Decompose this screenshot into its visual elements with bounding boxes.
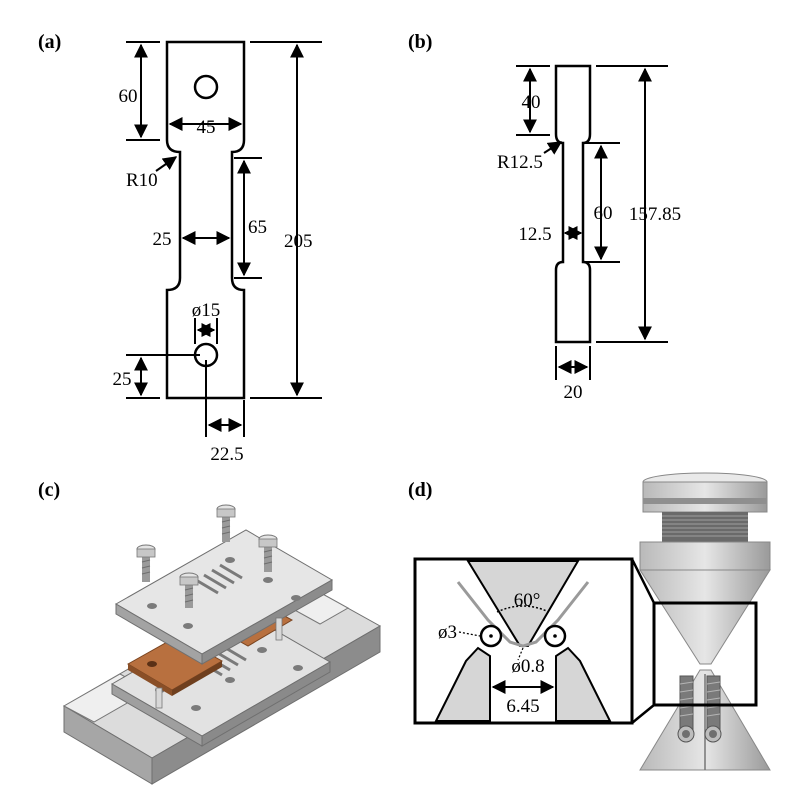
specimen-a-top-hole (193, 74, 219, 100)
inset-lower-die-left (434, 646, 491, 722)
dim-a-radius-leader (155, 156, 178, 172)
inset-angle-arc (496, 605, 550, 613)
dim-a-total-length: 205 (284, 231, 313, 252)
punch-thread-section (662, 512, 748, 542)
dim-b-gauge-width: 12.5 (518, 224, 551, 245)
dim-a-gauge-length: 65 (248, 217, 267, 238)
inset-angle-label: 60° (514, 590, 541, 611)
dim-b-gauge-length: 60 (594, 203, 613, 224)
upper-plate-holes (147, 557, 301, 629)
panel-d-label: (d) (408, 479, 432, 501)
bolt-1 (136, 544, 156, 582)
panel-c: (c) (38, 479, 382, 785)
dim-b-total-length: 157.85 (629, 204, 681, 225)
zoom-region-box (652, 601, 758, 707)
dim-a-radius: R10 (126, 170, 158, 191)
dim-a-gauge-width: 25 (153, 229, 172, 250)
punch-threads (662, 515, 748, 537)
roller-screw-left (677, 675, 695, 743)
roller-screw-right (704, 675, 722, 743)
inset-roller-diameter: ø3 (438, 622, 457, 643)
zoom-connector-bottom (631, 704, 655, 724)
dim-a-hole-x: 22.5 (210, 444, 243, 465)
dim-b-top-height: 40 (522, 92, 541, 113)
panel-a: (a) 60 45 R10 25 65 205 ø15 (38, 31, 322, 465)
zoom-inset: 60° ø3 ø0.8 6.45 (413, 557, 634, 725)
panel-b: (b) 40 R12.5 60 157.85 12.5 20 (408, 31, 681, 403)
copper-hole-1 (147, 661, 157, 667)
guide-pin-2 (275, 617, 283, 641)
dim-a-bottom-offset: 25 (113, 369, 132, 390)
dim-b-radius: R12.5 (497, 152, 543, 173)
upper-grip-teeth (195, 563, 243, 595)
lower-plate-side (201, 661, 331, 747)
fixture-assembly-illustration (62, 504, 382, 785)
bolt-2 (216, 504, 236, 542)
dim-a-head-width: 45 (197, 117, 216, 138)
guide-pin-1 (155, 687, 163, 709)
panel-a-label: (a) (38, 31, 61, 53)
upper-plate-side (201, 579, 333, 665)
inset-roller-leader (458, 631, 481, 637)
inset-lower-die-right (555, 646, 612, 722)
inset-roller-right-center (553, 634, 557, 638)
panel-b-label: (b) (408, 31, 432, 53)
punch-collar (639, 541, 771, 571)
upper-cone (639, 569, 771, 665)
inset-gap: 6.45 (506, 696, 539, 717)
inset-bent-sheet (456, 581, 590, 648)
inset-tip-diameter: ø0.8 (511, 656, 544, 677)
dim-b-radius-leader (543, 141, 563, 155)
panel-c-label: (c) (38, 479, 60, 501)
bolt-3 (258, 534, 278, 572)
specimen-b-outline (554, 64, 592, 344)
copper-specimen-edge2 (172, 661, 222, 696)
dim-b-head-width: 20 (564, 382, 583, 403)
dim-a-hole-diameter: ø15 (192, 300, 221, 321)
inset-roller-left-center (489, 634, 493, 638)
punch-assembly-illustration (639, 472, 771, 771)
punch-disc-band (643, 498, 767, 504)
dim-a-top-height: 60 (119, 86, 138, 107)
specimen-a-outline (165, 40, 246, 400)
zoom-connector-top (630, 558, 656, 604)
bolt-4 (179, 572, 199, 608)
punch-disc-body (642, 481, 768, 513)
panel-d: (d) (408, 472, 771, 771)
